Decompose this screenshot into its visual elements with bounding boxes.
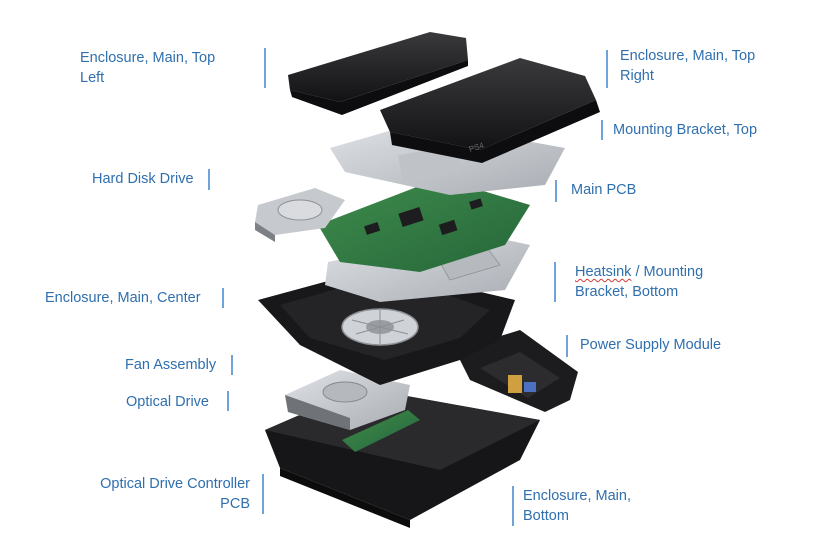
label-main-pcb: Main PCB: [571, 182, 637, 198]
label-optical-drive: Optical Drive: [126, 394, 209, 410]
main-pcb-part: [318, 178, 530, 272]
optical-drive-part: [285, 370, 410, 430]
label-heatsink-word: Heatsink: [575, 264, 632, 280]
label-enclosure-top-right-line2: Right: [620, 68, 654, 84]
label-hard-disk-drive: Hard Disk Drive: [92, 171, 194, 187]
fan-assembly-part: [341, 308, 419, 346]
label-enclosure-bottom-line1: Enclosure, Main,: [523, 488, 631, 504]
hard-disk-drive-part: [255, 188, 345, 242]
leader-lines: [208, 48, 608, 526]
label-heatsink: Heatsink / Mounting Bracket, Bottom: [575, 262, 703, 302]
label-enclosure-top-left-line1: Enclosure, Main, Top: [80, 50, 216, 66]
label-power-supply: Power Supply Module: [580, 337, 722, 353]
label-enclosure-center: Enclosure, Main, Center: [45, 290, 201, 306]
label-enclosure-top-right-line1: Enclosure, Main, Top: [620, 48, 756, 64]
label-enclosure-top-left-line2: Left: [80, 70, 105, 86]
label-enclosure-top-left: Enclosure, Main, Top Left: [80, 48, 215, 88]
power-supply-part: [455, 330, 578, 412]
enclosure-top-right-part: PS4: [380, 58, 600, 163]
label-heatsink-rest: / Mounting: [631, 264, 704, 280]
label-enclosure-bottom-line2: Bottom: [523, 508, 569, 524]
label-mounting-bracket-top: Mounting Bracket, Top: [613, 122, 758, 138]
optical-drive-controller-pcb-part: [342, 410, 420, 452]
label-enclosure-top-right: Enclosure, Main, Top Right: [620, 46, 755, 86]
label-optical-drive-controller-line2: PCB: [220, 496, 250, 512]
label-optical-drive-controller-line1: Optical Drive Controller: [100, 476, 250, 492]
label-heatsink-line2: Bracket, Bottom: [575, 284, 679, 300]
enclosure-top-left-part: [288, 32, 468, 115]
label-optical-drive-controller: Optical Drive Controller PCB: [100, 474, 250, 514]
label-fan-assembly: Fan Assembly: [125, 357, 217, 373]
label-enclosure-bottom: Enclosure, Main, Bottom: [523, 486, 631, 526]
